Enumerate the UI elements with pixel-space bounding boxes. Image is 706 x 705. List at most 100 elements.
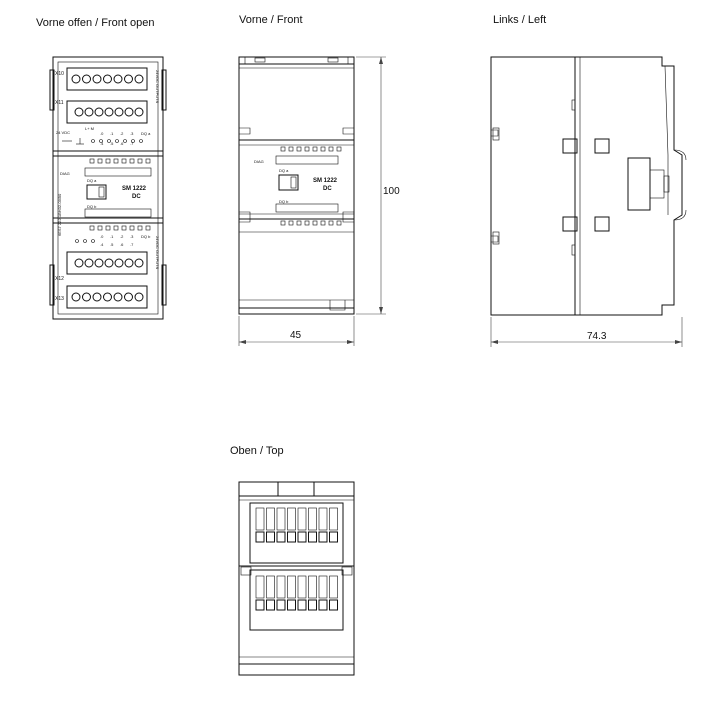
- connector-x11-label: X11: [55, 100, 64, 106]
- terminal-screw: [124, 74, 133, 84]
- fo-ch-b-2: .2: [120, 234, 124, 239]
- terminal-clamp: [276, 531, 286, 543]
- terminal-screw: [113, 74, 123, 84]
- led-indicator: [89, 158, 95, 164]
- terminal-screw: [92, 74, 102, 84]
- terminal-slot: [329, 575, 338, 599]
- led-indicator: [121, 158, 127, 164]
- led-indicator: [304, 146, 310, 152]
- left-title: Links / Left: [493, 14, 547, 26]
- terminal-screw: [134, 74, 144, 84]
- fo-diag-label: DIAG: [60, 171, 70, 176]
- fo-ch-a-3: .3: [130, 131, 134, 136]
- terminal-slot: [318, 575, 328, 599]
- terminal-screw: [124, 258, 134, 268]
- terminal-screw: [82, 292, 91, 302]
- terminal-screw: [124, 107, 134, 117]
- terminal-clamp: [308, 531, 317, 543]
- terminal-screw: [113, 292, 123, 302]
- led-indicator: [320, 146, 326, 152]
- fr-module-supply: DC: [323, 186, 332, 192]
- supply-label-front-open: 24 VDC: [56, 130, 70, 135]
- fo-ch-b-3: .3: [130, 234, 134, 239]
- fo-module-supply: DC: [132, 194, 141, 200]
- led-indicator: [145, 225, 151, 231]
- fo-ch-a2-3: .7: [130, 141, 134, 146]
- output-label-top: 24VDC OUTPUTS: [155, 70, 160, 103]
- fo-ch-b2-2: .6: [120, 242, 124, 247]
- fo-ch-b-1: .1: [110, 234, 114, 239]
- led-indicator: [312, 146, 318, 152]
- terminal-screw: [114, 107, 124, 117]
- terminal-screw: [74, 258, 84, 268]
- terminal-slot: [266, 507, 275, 531]
- led-indicator: [113, 158, 119, 164]
- led-indicator: [296, 220, 302, 226]
- fo-ch-b2-0: .4: [100, 242, 104, 247]
- led-indicator: [97, 158, 103, 164]
- fo-ch-a-0: .0: [100, 131, 104, 136]
- led-indicator: [97, 225, 103, 231]
- front-open-view: X10 X11 24 VDC L+ M 24VDC OUTPUTS .0 .1 …: [49, 56, 167, 320]
- height-dimension: 100: [383, 186, 400, 197]
- terminal-slot: [287, 507, 296, 531]
- terminal-clamp: [329, 531, 338, 543]
- terminal-slot: [297, 575, 307, 599]
- led-indicator: [280, 220, 286, 226]
- terminal-screw: [104, 107, 114, 117]
- terminal-clamp: [287, 599, 296, 611]
- terminal-clamp: [308, 599, 317, 611]
- fr-dqb-label: DQ b: [279, 199, 289, 204]
- fr-dqa-label: DQ a: [279, 168, 289, 173]
- front-view: DIAG DQ a SM 1222 DC DQ b 100 45: [238, 56, 400, 346]
- led-indicator: [328, 220, 334, 226]
- terminal-slot: [255, 575, 265, 599]
- front-width-dimension: 45: [290, 330, 302, 341]
- terminal-clamp: [297, 531, 307, 543]
- terminal-screw: [103, 292, 112, 302]
- led-indicator: [336, 146, 342, 152]
- terminal-slot: [308, 507, 317, 531]
- terminal-clamp: [329, 599, 338, 611]
- led-indicator: [121, 225, 127, 231]
- terminal-clamp: [318, 599, 328, 611]
- left-view: 74.3: [490, 56, 687, 347]
- terminal-screw: [103, 74, 112, 84]
- fo-module-name: SM 1222: [122, 186, 147, 192]
- fo-group-a-label: DQ a: [141, 131, 151, 136]
- terminal-screw: [114, 258, 124, 268]
- terminal-screw: [84, 107, 94, 117]
- fr-module-name: SM 1222: [313, 178, 338, 184]
- led-indicator: [328, 146, 334, 152]
- front-title: Vorne / Front: [239, 14, 303, 26]
- led-indicator: [296, 146, 302, 152]
- led-indicator: [320, 220, 326, 226]
- led-indicator: [113, 225, 119, 231]
- fo-ch-a-2: .2: [120, 131, 124, 136]
- led-indicator: [137, 225, 143, 231]
- connector-x12-label: X12: [55, 276, 64, 282]
- terminal-clamp: [255, 599, 265, 611]
- led-indicator: [129, 225, 135, 231]
- terminal-clamp: [266, 531, 275, 543]
- fo-ch-b-0: .0: [100, 234, 104, 239]
- led-indicator: [137, 158, 143, 164]
- terminal-clamp: [276, 599, 286, 611]
- terminal-screw: [84, 258, 94, 268]
- terminal-screw: [71, 292, 81, 302]
- front-open-title: Vorne offen / Front open: [36, 17, 155, 29]
- supply-terminals-label: L+ M: [85, 126, 94, 131]
- fo-ch-b2-3: .7: [130, 242, 134, 247]
- terminal-clamp: [255, 531, 265, 543]
- led-indicator: [105, 158, 111, 164]
- terminal-slot: [329, 507, 338, 531]
- terminal-screw: [74, 107, 84, 117]
- terminal-slot: [297, 507, 307, 531]
- terminal-slot: [266, 575, 275, 599]
- terminal-screw: [82, 74, 91, 84]
- terminal-clamp: [318, 531, 328, 543]
- led-indicator: [129, 158, 135, 164]
- led-indicator: [288, 146, 294, 152]
- fo-ch-a2-0: .4: [100, 141, 104, 146]
